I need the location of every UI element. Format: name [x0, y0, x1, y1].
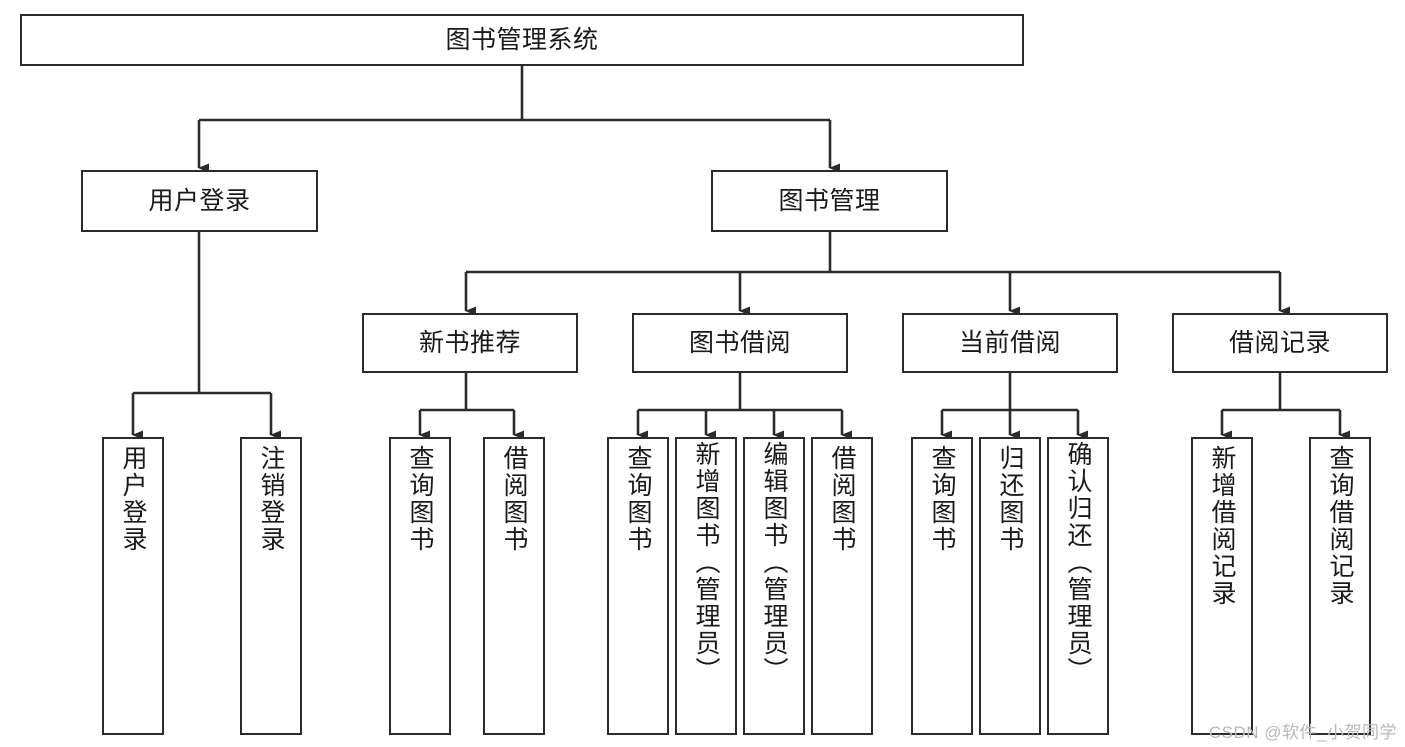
node-label: 查询图书: [624, 445, 652, 553]
node-label: 新增借阅记录: [1208, 445, 1236, 607]
node-leaf-add-borrow-record[interactable]: 新增借阅记录: [1191, 437, 1253, 735]
csdn-watermark: CSDN @软件_小贺同学: [1208, 723, 1397, 742]
node-label: 图书管理: [778, 186, 881, 215]
node-label: 注销登录: [257, 445, 285, 553]
node-label: 当前借阅: [958, 328, 1061, 357]
node-leaf-return-book[interactable]: 归还图书: [979, 437, 1041, 735]
node-label: 图书管理系统: [445, 25, 599, 54]
node-label: 用户登录: [119, 445, 147, 553]
node-leaf-query-book-new-rec[interactable]: 查询图书: [389, 437, 451, 735]
node-label: 借阅图书: [828, 445, 856, 553]
node-label: 图书借阅: [688, 328, 791, 357]
node-label: 归还图书: [996, 445, 1024, 553]
node-borrowing-record[interactable]: 借阅记录: [1172, 313, 1388, 373]
node-root-book-management-system[interactable]: 图书管理系统: [20, 14, 1024, 66]
node-label: 查询借阅记录: [1326, 445, 1354, 607]
node-label: 用户登录: [148, 186, 251, 215]
node-new-book-recommendation[interactable]: 新书推荐: [362, 313, 578, 373]
node-leaf-query-borrow-record[interactable]: 查询借阅记录: [1309, 437, 1371, 735]
node-leaf-borrow-book-borrow[interactable]: 借阅图书: [811, 437, 873, 735]
node-label: 编辑图书（管理员）: [760, 441, 788, 684]
node-label: 新书推荐: [418, 328, 521, 357]
node-leaf-user-logout[interactable]: 注销登录: [240, 437, 302, 735]
node-user-login[interactable]: 用户登录: [81, 170, 318, 232]
node-label: 新增图书（管理员）: [692, 441, 720, 684]
node-leaf-query-book-current[interactable]: 查询图书: [911, 437, 973, 735]
node-label: 查询图书: [406, 445, 434, 553]
node-label: 借阅记录: [1228, 328, 1331, 357]
node-leaf-add-book-admin[interactable]: 新增图书（管理员）: [675, 437, 737, 735]
node-leaf-user-login[interactable]: 用户登录: [102, 437, 164, 735]
node-leaf-confirm-return-admin[interactable]: 确认归还（管理员）: [1047, 437, 1109, 735]
node-leaf-query-book-borrow[interactable]: 查询图书: [607, 437, 669, 735]
node-book-management[interactable]: 图书管理: [711, 170, 948, 232]
node-leaf-borrow-book-new-rec[interactable]: 借阅图书: [483, 437, 545, 735]
node-current-borrowing[interactable]: 当前借阅: [902, 313, 1118, 373]
node-book-borrowing[interactable]: 图书借阅: [632, 313, 848, 373]
node-label: 查询图书: [928, 445, 956, 553]
node-label: 借阅图书: [500, 445, 528, 553]
node-label: 确认归还（管理员）: [1064, 441, 1092, 684]
node-leaf-edit-book-admin[interactable]: 编辑图书（管理员）: [743, 437, 805, 735]
